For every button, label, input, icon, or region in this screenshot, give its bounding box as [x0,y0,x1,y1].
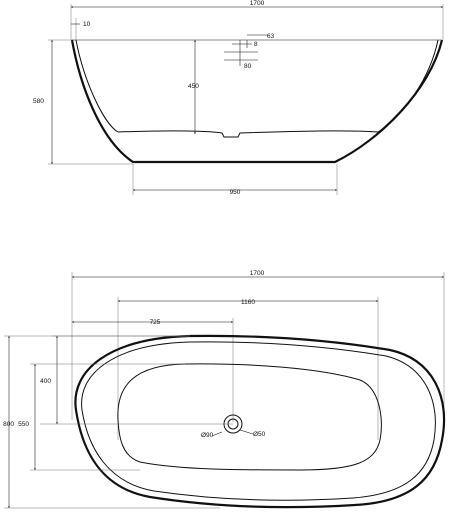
overflow-dimension: 63 8 80 [224,33,275,70]
overall-width-dimension: 800 [3,335,220,509]
base-width-dimension: 950 [132,164,338,196]
inner-depth-label: 450 [188,83,199,90]
drain-outer-dia-label: Ø90 [201,432,214,439]
drain-inner-dia-label: Ø50 [253,431,266,438]
side-view: 1700 10 63 8 80 [33,0,444,196]
outer-rim [74,334,446,509]
top-length-label: 1700 [250,270,265,277]
side-length-dimension: 1700 [70,0,444,40]
drain-offset-x-label: 725 [150,319,161,326]
overall-width-label: 800 [3,421,14,428]
overflow-height-label: 80 [244,63,252,70]
base-width-label: 950 [230,189,241,196]
drain-offset-x-dimension: 725 [72,318,234,422]
inner-width-dimension: 550 [18,363,185,471]
overflow-offset-label: 63 [267,33,275,40]
total-height-dimension: 580 [33,39,133,165]
inner-depth-dimension: 450 [188,40,199,134]
inner-width-label: 550 [18,421,29,428]
side-length-label: 1700 [250,0,265,7]
drain-offset-y-dimension: 400 [40,335,190,424]
drain: Ø90 Ø50 [201,414,266,439]
rim-thickness-label: 10 [83,21,91,28]
rim-thickness-dimension: 10 [71,18,91,40]
inner-rim [81,341,436,501]
total-height-label: 580 [33,98,44,105]
drain-offset-y-label: 400 [40,378,51,385]
basin [117,363,382,471]
top-view: 1700 1160 725 Ø90 Ø50 [3,270,446,509]
overflow-size-label: 8 [254,41,258,48]
side-profile [70,39,444,164]
inner-length-label: 1160 [241,299,255,306]
top-length-dimension: 1700 [71,270,445,420]
